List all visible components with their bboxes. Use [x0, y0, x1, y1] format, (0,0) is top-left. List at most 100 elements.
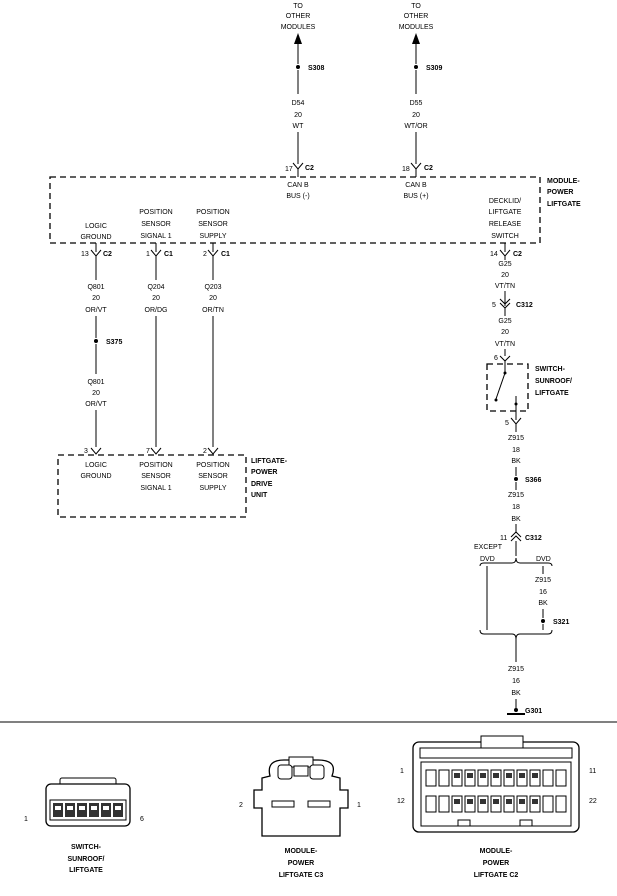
dest-line-2: OTHER [404, 13, 429, 20]
wire-color: VT/TN [495, 283, 515, 290]
pin-label: SIGNAL 1 [140, 485, 171, 492]
pin-label: POSITION [139, 462, 172, 469]
pin-number: 17 [285, 166, 293, 173]
pin-terminal [532, 773, 538, 778]
dest-line-1: TO [411, 3, 421, 10]
pin-label: SUPPLY [199, 485, 226, 492]
wire-gauge: 16 [539, 589, 547, 596]
wire-gauge: 20 [501, 329, 509, 336]
pin-number: 11 [589, 768, 596, 775]
wire-color: OR/VT [85, 307, 107, 314]
connector-pin-icon [90, 447, 102, 455]
connector-body [253, 759, 349, 837]
connector-label: C1 [221, 251, 230, 258]
splice-label: S366 [525, 477, 541, 484]
wire-color: BK [511, 458, 521, 465]
dest-line-1: TO [293, 3, 303, 10]
wire-color: BK [538, 600, 548, 607]
pin-cavity [425, 769, 437, 787]
pin-label: POSITION [196, 462, 229, 469]
pin-terminal [519, 773, 525, 778]
connector-pin-icon [499, 355, 511, 362]
switch-name-2: SUNROOF/ [535, 378, 572, 385]
pin-label: SENSOR [198, 473, 228, 480]
module-power-liftgate: MODULE- POWER LIFTGATE LOGIC GROUND POSI… [49, 176, 581, 244]
pin-label: POSITION [139, 209, 172, 216]
unit-name-4: UNIT [251, 492, 268, 499]
wire-gauge: 20 [92, 390, 100, 397]
connector-label: C2 [513, 251, 522, 258]
connector-name-1: SWITCH- [71, 844, 102, 851]
pin-number: 6 [140, 816, 144, 823]
pin-number: 5 [505, 420, 509, 427]
splice-dot [414, 65, 418, 69]
branch-bracket-bottom [479, 629, 553, 640]
connector-view-switch: 1 6 SWITCH- SUNROOF/ LIFTGATE [24, 777, 144, 874]
pin-label: RELEASE [489, 221, 522, 228]
connector-label: C2 [103, 251, 112, 258]
dest-line-2: OTHER [286, 13, 311, 20]
pin-label-2: BUS (+) [403, 193, 428, 200]
wire-gauge: 20 [501, 272, 509, 279]
right-chain: G25 20 VT/TN 5 C312 G25 20 VT/TN 6 SWITC… [474, 256, 572, 715]
wire-gauge: 20 [412, 112, 420, 119]
unit-name-2: POWER [251, 469, 277, 476]
wire-color: WT [293, 123, 305, 130]
splice-label: S308 [308, 65, 324, 72]
wire-color: BK [511, 516, 521, 523]
dvd-label: DVD [536, 556, 551, 563]
pin-terminal [532, 799, 538, 804]
connector-name-2: POWER [288, 860, 314, 867]
pin-label: DECKLID/ [489, 198, 521, 205]
branch-bracket-top [479, 557, 553, 567]
pin-number: 2 [203, 448, 207, 455]
pin-terminal [480, 773, 486, 778]
pin-terminal [506, 773, 512, 778]
pin-label: GROUND [80, 234, 111, 241]
connector-view-module-c2: 1 11 12 22 MODULE- POWER LIFTGATE C2 [397, 735, 597, 879]
connector-label: C2 [424, 165, 433, 172]
wire-code: Z915 [508, 666, 524, 673]
pin-label: SENSOR [141, 221, 171, 228]
pin-terminal [480, 799, 486, 804]
pin-terminal [454, 799, 460, 804]
wire-gauge: 18 [512, 447, 520, 454]
pin-label: SWITCH [491, 233, 519, 240]
pin-cavity [542, 795, 554, 813]
wire-code: Q203 [204, 284, 221, 291]
connector-name-1: MODULE- [480, 848, 513, 855]
switch-outline [486, 363, 529, 412]
connector-name-2: POWER [483, 860, 509, 867]
pin-number: 7 [146, 448, 150, 455]
connector-pin-icon [207, 447, 219, 455]
wire-code: D55 [410, 100, 423, 107]
pin-slot [271, 800, 295, 808]
wire-color: WT/OR [404, 123, 427, 130]
pin-cavity [555, 769, 567, 787]
wire-gauge: 20 [152, 295, 160, 302]
pin-label: LOGIC [85, 462, 107, 469]
pin-slot [307, 800, 331, 808]
wire-gauge: 20 [92, 295, 100, 302]
pin-number: 1 [146, 251, 150, 258]
pin-label: LOGIC [85, 223, 107, 230]
pin-number: 11 [500, 535, 507, 542]
unit-name-1: LIFTGATE- [251, 458, 288, 465]
wire-color: OR/TN [202, 307, 224, 314]
pin-number: 3 [84, 448, 88, 455]
unit-name-3: DRIVE [251, 481, 273, 488]
top-right-branch: TO OTHER MODULES S309 D55 20 WT/OR 18 C2… [399, 3, 443, 200]
switch-contact-icon [495, 372, 506, 400]
pin-number: 18 [402, 166, 410, 173]
top-left-branch: TO OTHER MODULES S308 D54 20 WT 17 C2 CA… [281, 3, 325, 200]
except-label: EXCEPT [474, 544, 503, 551]
liftgate-power-drive-unit: 3 7 2 LOGIC GROUND POSITION SENSOR SIGNA… [57, 447, 288, 518]
wire-color: OR/DG [145, 307, 168, 314]
pin-number: 5 [492, 302, 496, 309]
connector-label: C1 [164, 251, 173, 258]
wire-code: Q204 [147, 284, 164, 291]
module-name-2: POWER [547, 189, 573, 196]
pin-label-1: CAN B [287, 182, 309, 189]
pin-label: SENSOR [141, 473, 171, 480]
splice-label: S321 [553, 619, 569, 626]
